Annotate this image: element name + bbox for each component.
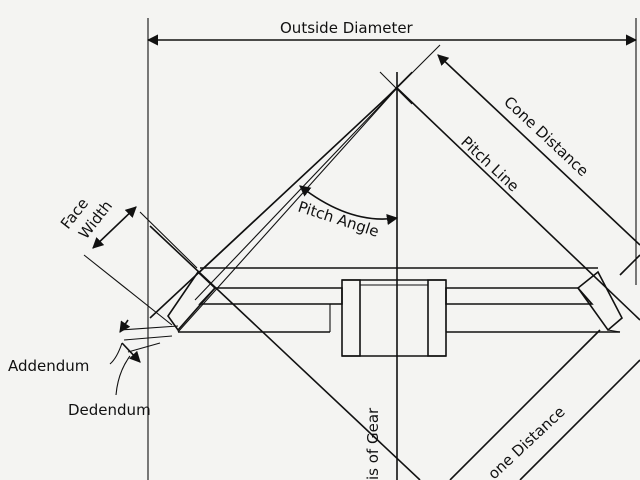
dedendum-label: Dedendum [68,401,151,419]
outside-diameter-label: Outside Diameter [280,19,414,37]
gear-cross-section [167,267,624,357]
cone-distance-label: Cone Distance [500,93,592,180]
lower-cone-distance-dimension [519,359,640,480]
pitch-lines [149,71,640,333]
pitch-line-label: Pitch Line [457,133,522,196]
pitch-angle-arc [299,185,399,226]
lower-cone-distance-label: one Distance [484,403,568,480]
addendum-dedendum-dimension [109,319,179,396]
lower-cone-lines [149,225,640,480]
addendum-label: Addendum [8,357,89,375]
axis-of-gear-label: is of Gear [364,407,382,480]
face-width-dimension [83,206,198,326]
cone-distance-dimension [396,44,640,246]
pitch-angle-label: Pitch Angle [296,198,381,241]
